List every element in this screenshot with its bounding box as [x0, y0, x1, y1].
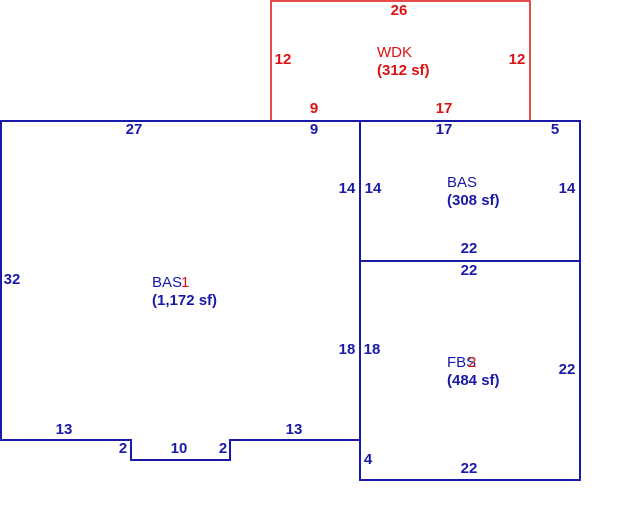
- dim-fbs-top: 22: [461, 262, 478, 279]
- dim-main-bottom-left: 13: [56, 421, 73, 438]
- dim-wdk-top: 26: [391, 2, 408, 19]
- bas-right-area-size: (308 sf): [447, 192, 500, 209]
- wdk-area-code: WDK: [377, 44, 412, 61]
- dim-main-left: 32: [4, 271, 21, 288]
- dim-fbs-right: 22: [559, 361, 576, 378]
- dim-fbs-left: 18: [364, 341, 381, 358]
- dim-main-right-upper: 14: [339, 180, 356, 197]
- dim-wdk-bottom-left: 9: [310, 100, 318, 117]
- dim-fbs-bottom: 22: [461, 460, 478, 477]
- dim-notch-right: 2: [219, 440, 227, 457]
- fbs-area-code: FBS: [447, 354, 476, 371]
- dim-notch-bottom: 10: [171, 440, 188, 457]
- dim-bas-top-left: 17: [436, 121, 453, 138]
- bas-main-overlay-code: 1: [181, 274, 189, 291]
- dim-wdk-left: 12: [275, 51, 292, 68]
- wdk-area-size: (312 sf): [377, 62, 430, 79]
- dim-main-right-lower: 18: [339, 341, 356, 358]
- dim-main-top-right: 9: [310, 121, 318, 138]
- dim-bas-top-right: 5: [551, 121, 559, 138]
- dim-fbs-offset: 4: [364, 451, 373, 468]
- fbs-outline: [359, 260, 581, 481]
- fbs-area-size: (484 sf): [447, 372, 500, 389]
- bas-right-area-code: BAS: [447, 174, 477, 191]
- dim-wdk-bottom-right: 17: [436, 100, 453, 117]
- bas-main-area-size: (1,172 sf): [152, 292, 217, 309]
- dim-bas-right: 14: [559, 180, 576, 197]
- fbs-overlay-code: 2: [468, 354, 476, 371]
- dim-wdk-right: 12: [509, 51, 526, 68]
- dim-bas-bottom: 22: [461, 240, 478, 257]
- bas-main-area-code: BAS: [152, 274, 182, 291]
- dim-main-bottom-right: 13: [286, 421, 303, 438]
- wdk-outline: [270, 0, 531, 120]
- dim-main-top: 27: [126, 121, 143, 138]
- dim-bas-left: 14: [365, 180, 382, 197]
- dim-notch-left: 2: [119, 440, 127, 457]
